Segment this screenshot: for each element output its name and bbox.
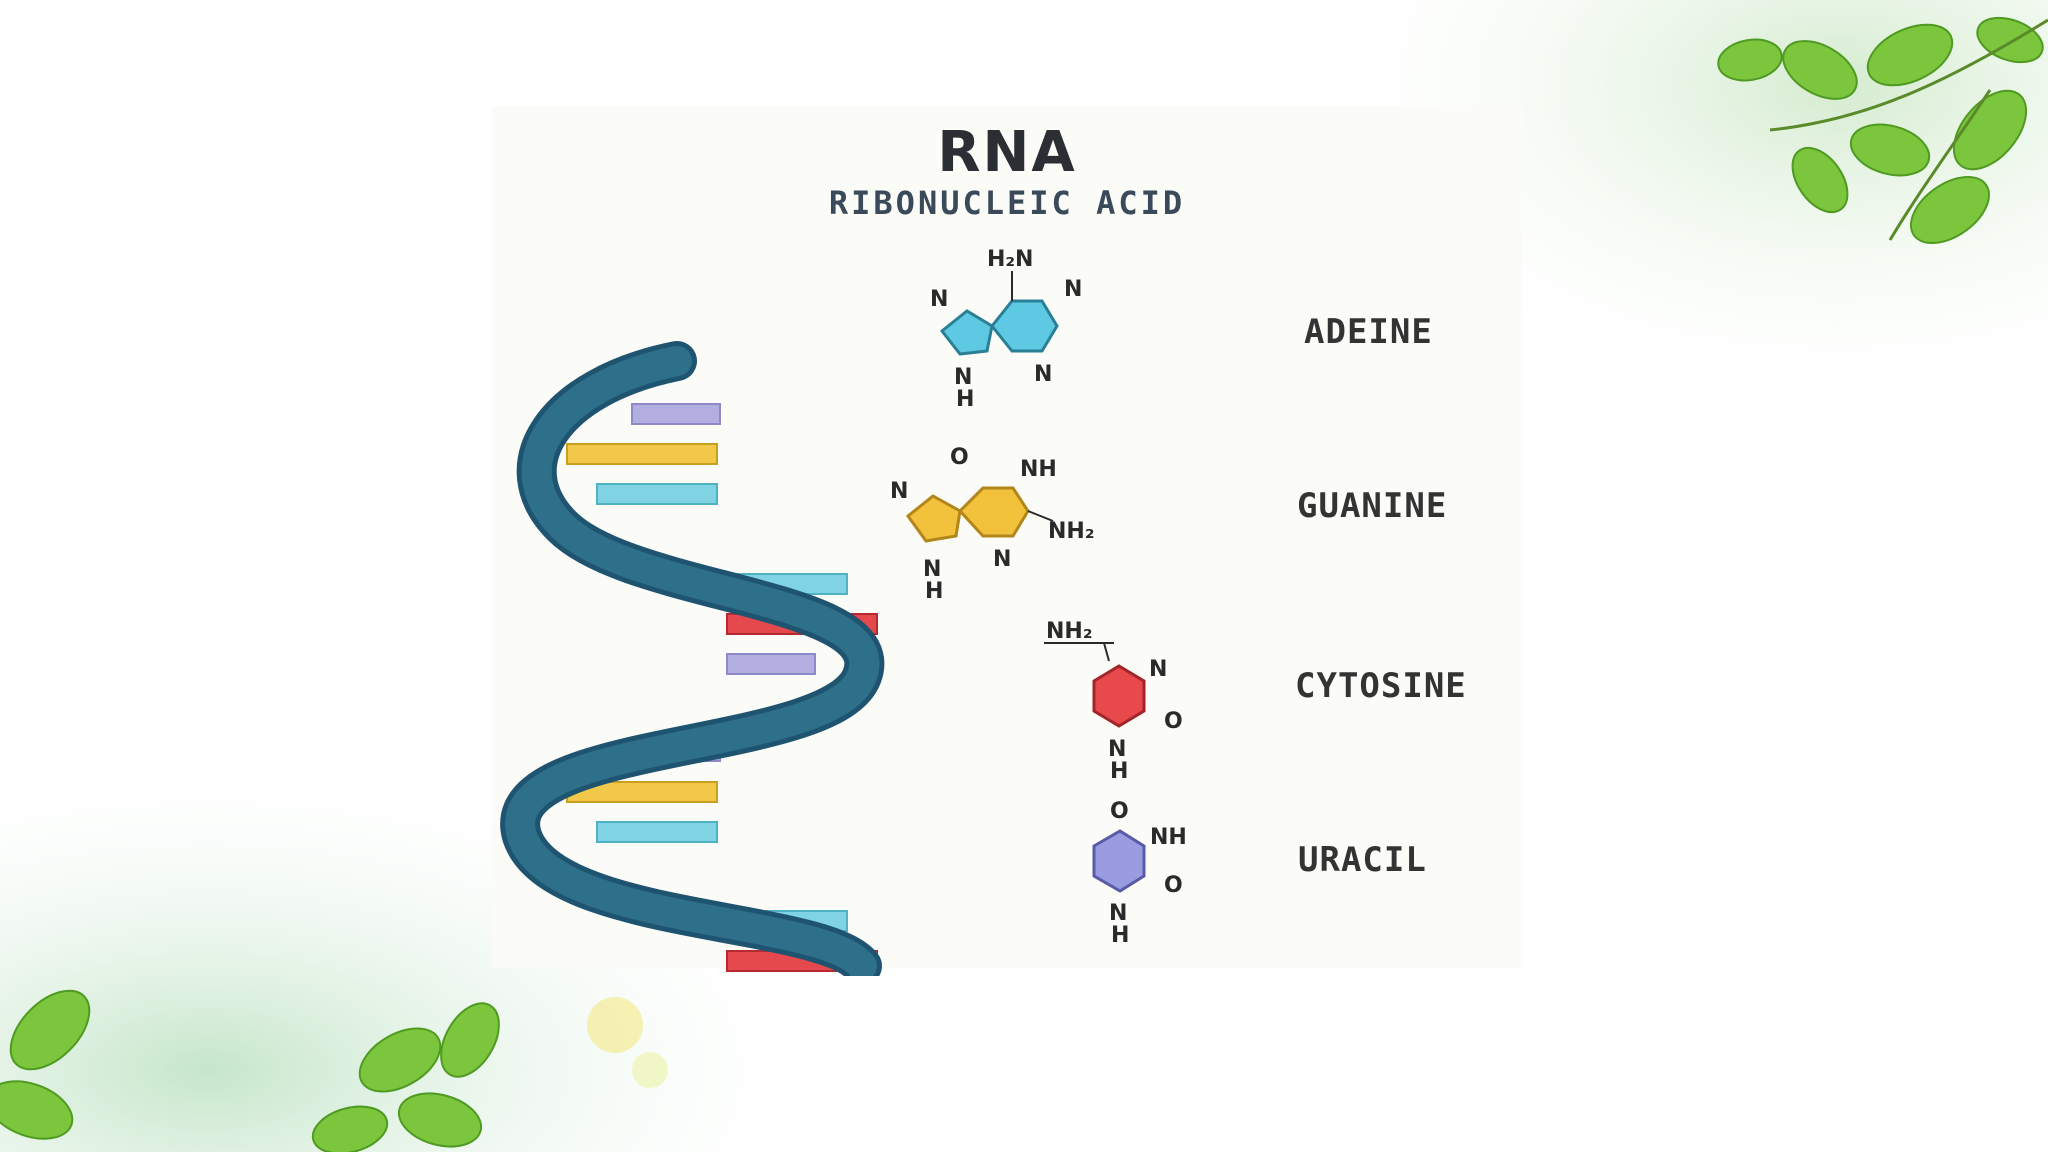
uracil-atom-h: H (1111, 923, 1129, 948)
figure-title: RNA (937, 120, 1077, 185)
uracil-atom-nh: NH (1150, 825, 1187, 850)
adenine-ring-5 (939, 309, 994, 356)
adenine-structure: H₂N N N N N H (930, 247, 1082, 412)
adenine-atom-h2n: H₂N (987, 247, 1033, 272)
adenine-atom-n1: N (930, 287, 948, 312)
rna-figure: RNA RIBONUCLEIC ACID (492, 106, 1522, 976)
uracil-structure: O NH O N H (1092, 799, 1187, 948)
base-label-guanine: GUANINE (1297, 486, 1448, 526)
base-label-cytosine: CYTOSINE (1295, 666, 1467, 706)
cytosine-atom-o: O (1164, 709, 1183, 734)
cytosine-atom-n1: N (1149, 657, 1167, 682)
uracil-atom-o1: O (1110, 799, 1129, 824)
cytosine-structure: NH₂ N O N H (1044, 619, 1183, 784)
adenine-atom-n3: N (1034, 362, 1052, 387)
rna-helix (500, 341, 885, 976)
figure-subtitle: RIBONUCLEIC ACID (828, 184, 1186, 222)
guanine-atom-nh2: NH₂ (1048, 519, 1094, 544)
guanine-atom-n1: N (890, 479, 908, 504)
uracil-atom-n: N (1109, 901, 1127, 926)
base-label-uracil: URACIL (1298, 840, 1427, 880)
guanine-atom-o: O (950, 445, 969, 470)
adenine-ring-6 (990, 299, 1059, 353)
guanine-atom-n3: N (993, 547, 1011, 572)
guanine-structure: O NH N NH₂ N N H (890, 445, 1094, 604)
guanine-atom-nh: NH (1020, 457, 1057, 482)
cytosine-atom-nh2: NH₂ (1046, 619, 1092, 644)
adenine-atom-h: H (956, 387, 974, 412)
guanine-atom-h: H (925, 579, 943, 604)
adenine-atom-n2: N (1064, 277, 1082, 302)
uracil-atom-o2: O (1164, 873, 1183, 898)
base-label-adenine: ADEINE (1304, 312, 1433, 352)
cytosine-atom-h: H (1110, 759, 1128, 784)
adenine-atom-n4: N (954, 365, 972, 390)
guanine-atom-n2: N (923, 557, 941, 582)
cytosine-atom-n2: N (1108, 737, 1126, 762)
